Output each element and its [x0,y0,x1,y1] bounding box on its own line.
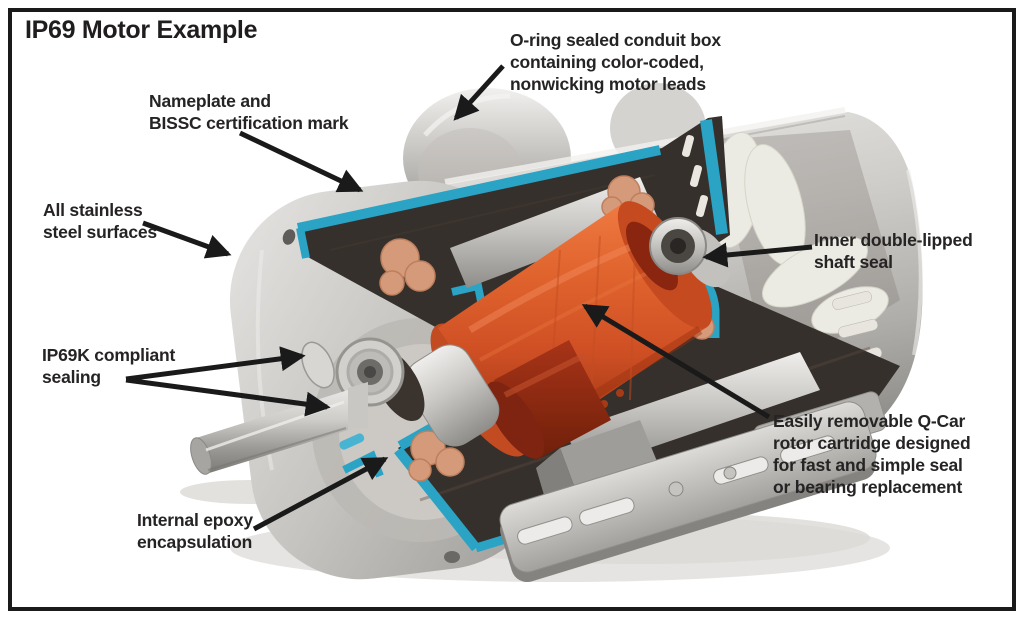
upper-stator [296,116,730,369]
label-stainless-steel: All stainless steel surfaces [43,200,157,242]
arrow-rotor-cartridge [581,303,771,420]
arrow-conduit-box [453,64,505,121]
label-rotor-cartridge: Easily removable Q-Car rotor cartridge d… [773,411,971,497]
label-ip69k-sealing: IP69K compliant sealing [42,345,176,387]
page-title: IP69 Motor Example [25,16,258,44]
mounting-base [499,401,877,583]
arrow-shaft-seal [702,242,813,268]
label-shaft-seal: Inner double-lipped shaft seal [814,230,973,272]
label-nameplate: Nameplate and BISSC certification mark [149,91,349,133]
callout-arrows [125,64,813,532]
arrow-nameplate [238,130,364,193]
arrow-ip69k-lower [125,377,331,417]
label-conduit-box: O-ring sealed conduit box containing col… [510,30,721,94]
arrow-stainless [142,220,232,259]
arrow-epoxy [252,456,389,532]
label-epoxy: Internal epoxy encapsulation [137,510,253,552]
arrow-ip69k-upper [125,346,306,382]
